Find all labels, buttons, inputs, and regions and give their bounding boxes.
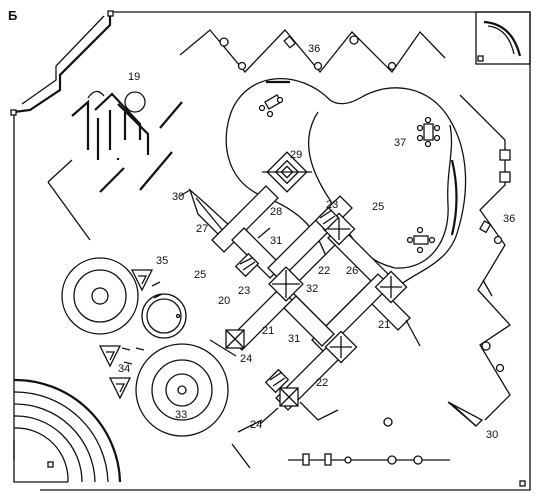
stairs xyxy=(234,206,340,394)
label-24-left: 24 xyxy=(240,353,252,365)
misc-walls xyxy=(209,339,279,469)
label-25-right: 25 xyxy=(372,201,384,213)
label-19: 19 xyxy=(128,71,140,83)
label-35: 35 xyxy=(156,255,168,267)
label-30-top: 30 xyxy=(172,191,184,203)
label-21-left: 21 xyxy=(262,325,274,337)
label-23-top: 23 xyxy=(326,199,338,211)
label-26: 26 xyxy=(346,265,358,277)
label-21-right: 21 xyxy=(378,319,390,331)
bridge-structure xyxy=(211,185,421,421)
slide-30-bottom xyxy=(447,401,484,427)
label-20: 20 xyxy=(218,295,230,307)
label-23-left: 23 xyxy=(238,285,250,297)
circle-play-areas xyxy=(61,257,229,437)
bottom-fence xyxy=(288,417,450,466)
label-22-bottom: 22 xyxy=(316,377,328,389)
label-36-top: 36 xyxy=(308,43,320,55)
label-34: 34 xyxy=(118,363,130,375)
label-28: 28 xyxy=(270,206,282,218)
figure-letter: Б xyxy=(8,8,17,23)
triangle-markers xyxy=(98,269,163,400)
label-30-bottom: 30 xyxy=(486,429,498,441)
label-25-left: 25 xyxy=(194,269,206,281)
label-22-top: 22 xyxy=(318,265,330,277)
label-31-top: 31 xyxy=(270,235,282,247)
maze-walls xyxy=(47,90,183,241)
amphitheater xyxy=(13,378,122,483)
label-36-right: 36 xyxy=(503,213,515,225)
label-37: 37 xyxy=(394,137,406,149)
corner-pavilion xyxy=(475,11,531,65)
label-33: 33 xyxy=(175,409,187,421)
label-27: 27 xyxy=(196,223,208,235)
zigzag-fence-right xyxy=(459,94,511,421)
zigzag-fence-top xyxy=(179,29,446,74)
label-31-bottom: 31 xyxy=(288,333,300,345)
climbing-tower-29 xyxy=(262,151,312,193)
label-29: 29 xyxy=(290,149,302,161)
label-32: 32 xyxy=(306,283,318,295)
